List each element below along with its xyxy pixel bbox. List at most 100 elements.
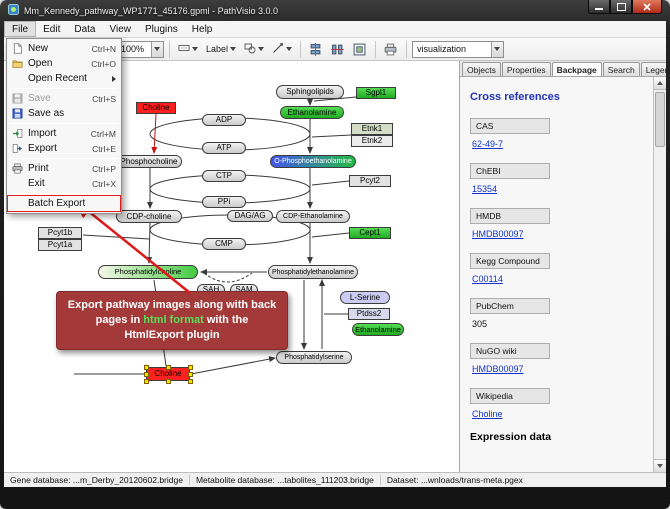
menu-item-open[interactable]: OpenCtrl+O — [8, 56, 120, 71]
backpage-link[interactable]: HMDB00097 — [472, 229, 647, 239]
save-disk-icon — [11, 108, 24, 120]
zoom-combo-arrow[interactable] — [151, 42, 163, 57]
backpage-link[interactable]: C00114 — [472, 274, 647, 284]
side-panel: ObjectsPropertiesBackpageSearchLegend Cr… — [460, 61, 666, 472]
pathway-node-pcyt1a[interactable]: Pcyt1a — [38, 239, 82, 251]
menu-icon-empty — [11, 178, 24, 190]
backpage-content: Cross references CAS62-49-7ChEBI15354HMD… — [460, 77, 653, 472]
pathway-node-cdp-ethanolamine[interactable]: CDP-Ethanolamine — [276, 210, 350, 223]
selection-handle[interactable] — [166, 365, 171, 370]
menu-item-save: SaveCtrl+S — [8, 91, 120, 106]
pathway-node-etnk1[interactable]: Etnk1 — [351, 123, 393, 135]
visualization-combo[interactable]: visualization — [412, 41, 504, 58]
selection-handle[interactable] — [144, 379, 149, 384]
backpage-link[interactable]: 62-49-7 — [472, 139, 647, 149]
menu-item-label: Save — [28, 93, 88, 104]
visualization-combo-arrow[interactable] — [491, 42, 503, 57]
backpage-link[interactable]: 15354 — [472, 184, 647, 194]
open-folder-icon — [11, 58, 24, 70]
close-button[interactable] — [632, 0, 662, 14]
menu-item-export[interactable]: ExportCtrl+E — [8, 141, 120, 156]
pathway-node-choline[interactable]: Choline — [146, 367, 190, 381]
tab-backpage[interactable]: Backpage — [552, 62, 602, 76]
selection-handle[interactable] — [188, 365, 193, 370]
backpage-section-header: Wikipedia — [470, 388, 550, 404]
annotation-callout: Export pathway images along with back pa… — [56, 291, 288, 350]
pathway-node-ethanolamine[interactable]: Ethanolamine — [352, 323, 404, 336]
pathway-node-cmp[interactable]: CMP — [202, 238, 246, 250]
menu-item-exit[interactable]: ExitCtrl+X — [8, 176, 120, 191]
pathway-node-atp[interactable]: ATP — [202, 142, 246, 154]
selection-handle[interactable] — [188, 372, 193, 377]
zoom-combo[interactable]: 100% — [116, 41, 164, 58]
tab-properties[interactable]: Properties — [502, 62, 551, 76]
menu-separator — [10, 123, 118, 124]
pathway-node-pcyt2[interactable]: Pcyt2 — [349, 175, 391, 187]
scroll-down-button[interactable] — [654, 459, 666, 472]
pathway-node-dag-ag[interactable]: DAG/AG — [227, 210, 273, 222]
pathway-node-cdp-choline[interactable]: CDP-choline — [116, 210, 182, 223]
pathway-node-choline[interactable]: Choline — [136, 102, 176, 114]
menubar-item-view[interactable]: View — [102, 21, 138, 37]
menubar-item-file[interactable]: File — [4, 21, 36, 37]
menu-item-open-recent[interactable]: Open Recent — [8, 71, 120, 86]
tab-search[interactable]: Search — [603, 62, 640, 76]
titlebar[interactable]: Mm_Kennedy_pathway_WP1771_45176.gpml - P… — [0, 0, 670, 21]
pathway-node-ctp[interactable]: CTP — [202, 170, 246, 182]
menubar-item-data[interactable]: Data — [67, 21, 102, 37]
selection-handle[interactable] — [166, 379, 171, 384]
pathway-node-l-serine[interactable]: L-Serine — [340, 291, 390, 304]
shape-tool-button[interactable] — [241, 40, 267, 59]
pathway-node-ptdss2[interactable]: Ptdss2 — [348, 308, 390, 320]
shape-tool-icon — [244, 42, 256, 56]
pathway-node-phosphatidylserine[interactable]: Phosphatidylserine — [276, 351, 352, 364]
tab-legend[interactable]: Legend — [641, 62, 666, 76]
label-tool-button[interactable]: Label — [203, 40, 239, 59]
backpage-scrollbar[interactable] — [653, 77, 666, 472]
selection-handle[interactable] — [144, 372, 149, 377]
pathway-node-pcyt1b[interactable]: Pcyt1b — [38, 227, 82, 239]
menu-item-print[interactable]: PrintCtrl+P — [8, 161, 120, 176]
pathway-node-adp[interactable]: ADP — [202, 114, 246, 126]
pathway-node-sgpl1[interactable]: Sgpl1 — [356, 87, 396, 99]
menubar-item-plugins[interactable]: Plugins — [138, 21, 185, 37]
backpage-link[interactable]: HMDB00097 — [472, 364, 647, 374]
datanode-tool-button[interactable] — [175, 40, 201, 59]
pathway-node-sphingolipids[interactable]: Sphingolipids — [276, 85, 344, 99]
pathway-node-o-phosphoethanolamine[interactable]: O-Phosphoethanolamine — [270, 155, 356, 168]
menu-item-label: Batch Export — [28, 198, 116, 209]
backpage-section-header: NuGO wiki — [470, 343, 550, 359]
menu-shortcut: Ctrl+O — [91, 59, 116, 69]
common-size-button[interactable] — [350, 40, 370, 59]
backpage-section-hmdb: HMDBHMDB00097 — [470, 206, 647, 239]
pathway-node-ethanolamine[interactable]: Ethanolamine — [280, 106, 344, 119]
menubar-item-edit[interactable]: Edit — [36, 21, 67, 37]
chevron-down-icon — [230, 47, 236, 51]
pathway-node-etnk2[interactable]: Etnk2 — [351, 135, 393, 147]
pathway-node-phosphocholine[interactable]: Phosphocholine — [116, 155, 182, 168]
menu-item-label: New — [28, 43, 88, 54]
selection-handle[interactable] — [144, 365, 149, 370]
line-tool-button[interactable] — [269, 40, 295, 59]
scrollbar-thumb[interactable] — [655, 92, 665, 147]
menubar-item-help[interactable]: Help — [185, 21, 220, 37]
menu-item-batch-export[interactable]: Batch Export — [8, 196, 120, 211]
menu-item-save-as[interactable]: Save as — [8, 106, 120, 121]
selection-handle[interactable] — [188, 379, 193, 384]
minimize-button[interactable] — [588, 0, 610, 14]
pathway-node-phosphatidylcholine[interactable]: Phosphatidylcholine — [98, 265, 198, 279]
backpage-link[interactable]: Choline — [472, 409, 647, 419]
scroll-up-button[interactable] — [654, 77, 666, 90]
datanode-tool-icon — [178, 42, 190, 56]
pathway-node-phosphatidylethanolamine[interactable]: Phosphatidylethanolamine — [268, 265, 358, 279]
tab-objects[interactable]: Objects — [462, 62, 501, 76]
menu-item-import[interactable]: ImportCtrl+M — [8, 126, 120, 141]
pathway-node-ppi[interactable]: PPi — [202, 196, 246, 208]
pathway-node-cept1[interactable]: Cept1 — [349, 227, 391, 239]
menu-item-new[interactable]: NewCtrl+N — [8, 41, 120, 56]
print-button[interactable] — [381, 40, 401, 59]
maximize-button[interactable] — [610, 0, 632, 14]
align-horizontal-button[interactable] — [306, 40, 326, 59]
align-vertical-button[interactable] — [328, 40, 348, 59]
menu-shortcut: Ctrl+P — [92, 164, 116, 174]
